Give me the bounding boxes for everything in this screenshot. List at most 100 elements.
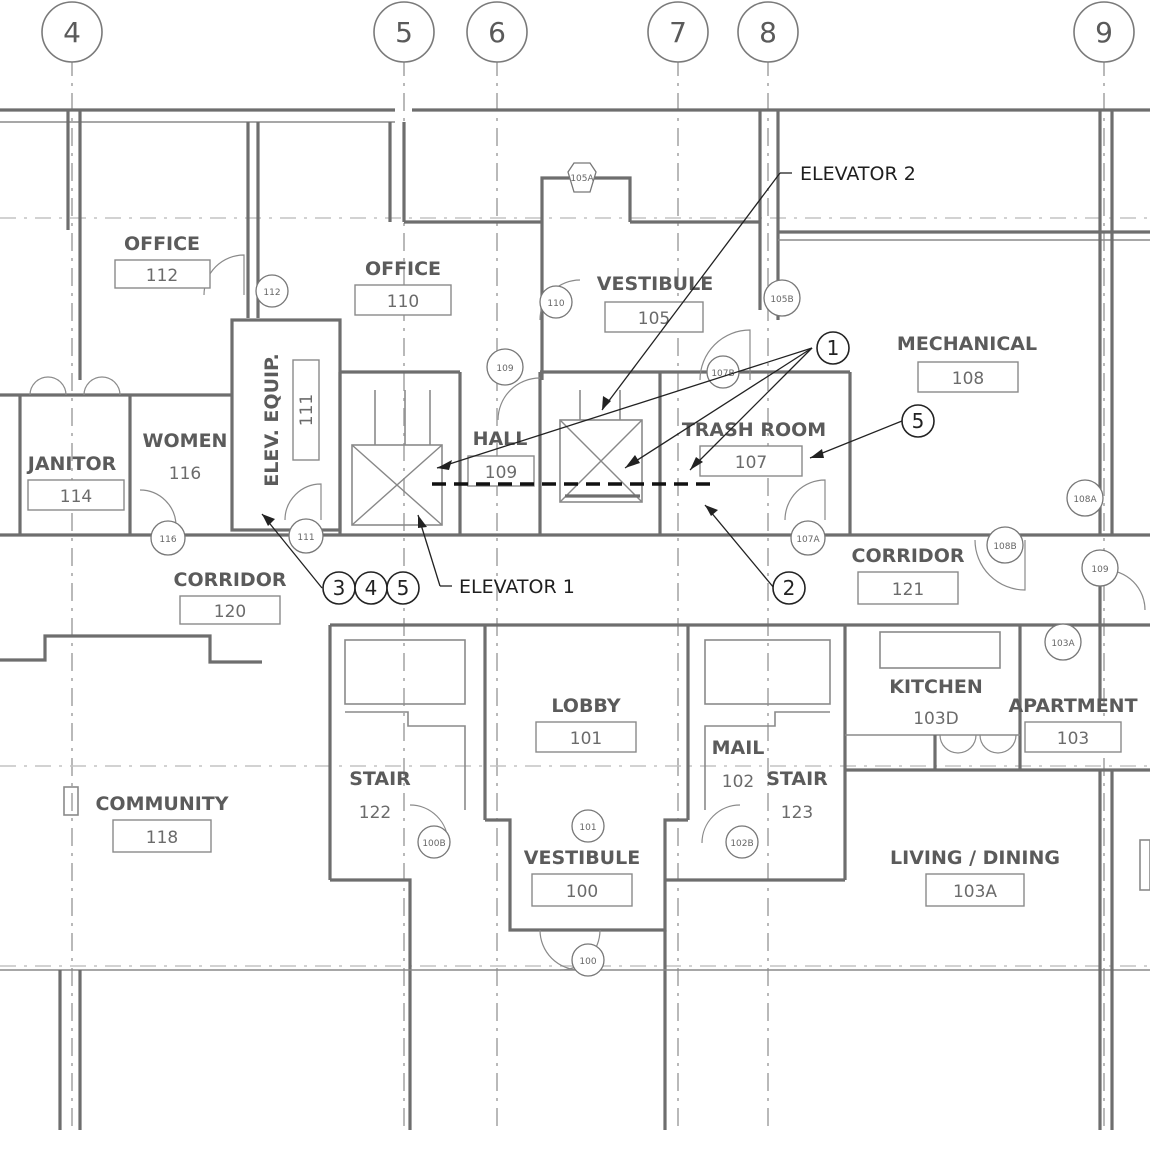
door-tag: 109 [1081,549,1119,587]
svg-text:112: 112 [146,266,178,286]
door-tag: 116 [150,520,186,556]
room-vestibule-100: VESTIBULE 100 [524,847,640,907]
svg-text:4: 4 [63,16,81,49]
door-tag: 108B [986,526,1024,564]
door-tag: 111 [288,518,324,554]
svg-text:OFFICE: OFFICE [365,258,441,280]
svg-text:102: 102 [722,772,754,792]
room-corridor-120: CORRIDOR 120 [174,569,287,625]
svg-text:TRASH ROOM: TRASH ROOM [682,419,826,441]
room-vestibule-105: VESTIBULE 105 [597,273,713,333]
room-lobby-101: LOBBY 101 [535,695,637,753]
callout-leaders [261,172,903,589]
callout-3: 3 [322,571,356,605]
svg-text:STAIR: STAIR [766,768,828,790]
grid-bubble-8: 8 [737,1,799,63]
elevator-2-shaft [559,390,643,503]
svg-text:4: 4 [365,576,378,600]
svg-text:ELEV. EQUIP.: ELEV. EQUIP. [261,353,283,486]
svg-text:105B: 105B [770,295,793,305]
room-office-110: OFFICE 110 [354,258,452,316]
svg-text:MECHANICAL: MECHANICAL [897,333,1037,355]
svg-text:110: 110 [387,292,419,312]
door-tag: 112 [255,274,289,308]
callout-2: 2 [772,571,806,605]
room-mechanical-108: MECHANICAL 108 [897,333,1037,393]
room-women-116: WOMEN 116 [143,430,228,484]
grid-bubble-6: 6 [466,1,528,63]
svg-text:CORRIDOR: CORRIDOR [852,545,965,567]
door-tag: 105B [763,279,801,317]
door-tag: 107B [706,355,740,389]
svg-text:9: 9 [1095,16,1113,49]
svg-text:116: 116 [159,535,176,545]
svg-text:LOBBY: LOBBY [551,695,621,717]
door-tag: 110 [539,285,573,319]
svg-text:111: 111 [297,533,314,543]
door-tag: 108A [1066,479,1104,517]
callout-arrowheads [262,396,824,528]
svg-text:WOMEN: WOMEN [143,430,228,452]
door-tag: 100 [571,943,605,977]
svg-text:107B: 107B [711,369,734,379]
room-apartment-103: APARTMENT 103 [1008,695,1138,753]
door-tag: 100B [417,825,451,859]
callout-5-right: 5 [901,404,935,438]
svg-text:112: 112 [263,288,280,298]
svg-text:HALL: HALL [473,428,528,450]
room-living-dining-103a: LIVING / DINING 103A [890,847,1060,907]
svg-text:MAIL: MAIL [712,737,765,759]
svg-text:5: 5 [397,576,410,600]
svg-text:109: 109 [485,463,517,483]
elevator-2-label: ELEVATOR 2 [800,163,916,185]
svg-text:109: 109 [1091,565,1108,575]
callout-1: 1 [816,331,850,365]
svg-text:5: 5 [395,16,413,49]
room-community-118: COMMUNITY 118 [95,793,229,853]
door-tag: 103A [1044,623,1082,661]
svg-text:110: 110 [547,299,564,309]
svg-text:8: 8 [759,16,777,49]
svg-text:STAIR: STAIR [349,768,411,790]
svg-text:LIVING / DINING: LIVING / DINING [890,847,1060,869]
room-kitchen-103d: KITCHEN 103D [889,676,982,729]
svg-text:100: 100 [579,957,596,967]
svg-text:KITCHEN: KITCHEN [889,676,982,698]
svg-text:COMMUNITY: COMMUNITY [95,793,228,815]
svg-text:120: 120 [214,602,246,622]
svg-text:103A: 103A [1051,639,1075,649]
grid-bubble-7: 7 [647,1,709,63]
svg-text:108B: 108B [993,542,1016,552]
door-tag: 109 [486,348,524,386]
svg-text:118: 118 [146,828,178,848]
svg-text:3: 3 [333,576,346,600]
svg-text:123: 123 [781,803,813,823]
room-trash-room-107: TRASH ROOM 107 [682,419,826,477]
svg-text:JANITOR: JANITOR [26,453,117,475]
svg-text:6: 6 [488,16,506,49]
svg-text:107: 107 [735,453,767,473]
room-stair-122: STAIR 122 [349,768,411,823]
door-tag: 102B [725,825,759,859]
callout-5-left: 5 [386,571,420,605]
svg-text:7: 7 [669,16,687,49]
svg-text:OFFICE: OFFICE [124,233,200,255]
svg-text:APARTMENT: APARTMENT [1008,695,1137,717]
svg-text:121: 121 [892,580,924,600]
room-office-112: OFFICE 112 [114,233,211,289]
svg-text:101: 101 [570,729,602,749]
svg-text:109: 109 [496,364,513,374]
svg-text:102B: 102B [730,839,753,849]
room-janitor-114: JANITOR 114 [26,453,125,511]
callout-4: 4 [354,571,388,605]
room-stair-123: STAIR 123 [766,768,828,823]
svg-text:122: 122 [359,803,391,823]
svg-text:VESTIBULE: VESTIBULE [524,847,640,869]
svg-text:111: 111 [297,394,317,426]
grid-bubble-5: 5 [373,1,435,63]
svg-text:103D: 103D [913,709,959,729]
door-tag: 105A [567,162,597,193]
svg-text:1: 1 [827,336,840,360]
svg-text:105A: 105A [570,174,594,184]
room-mail-102: MAIL 102 [712,737,765,792]
